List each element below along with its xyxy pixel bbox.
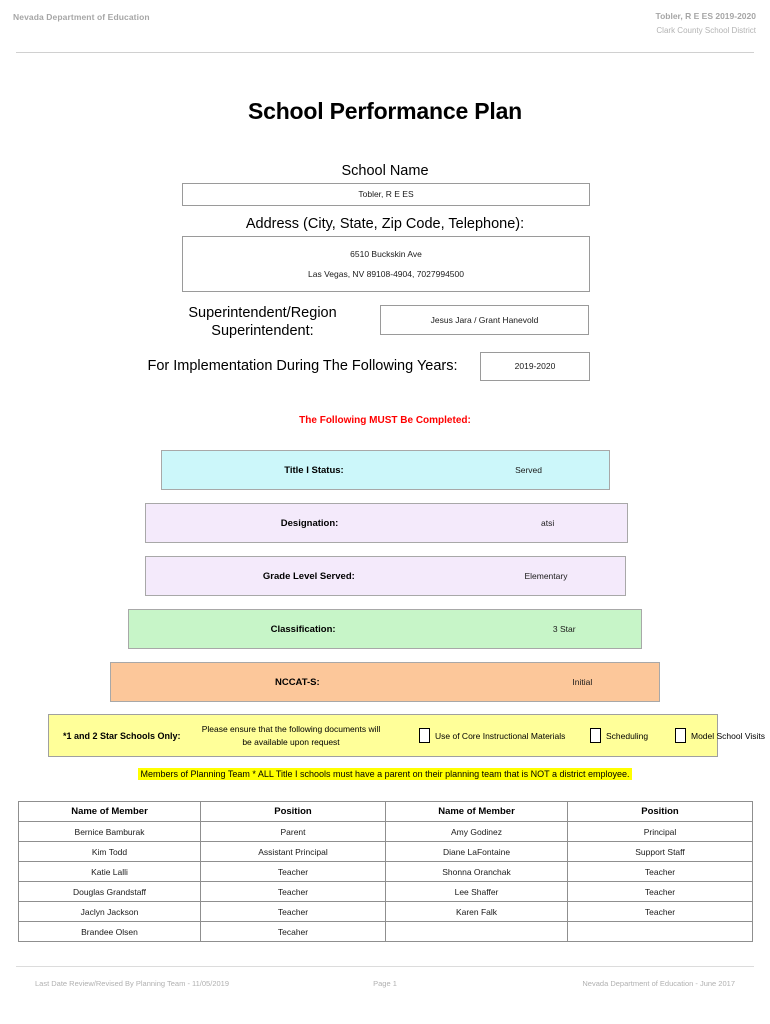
status-bar-classification-value: 3 Star — [552, 624, 576, 634]
table-cell[interactable]: Teacher — [200, 901, 386, 922]
checkbox-label: Use of Core Instructional Materials — [435, 730, 566, 741]
footer-last-revised: Last Date Review/Revised By Planning Tea… — [35, 979, 230, 988]
header-agency-label: Nevada Department of Education — [13, 12, 150, 22]
superintendent-field[interactable]: Jesus Jara / Grant Hanevold — [380, 305, 589, 335]
status-bar-grade-level-label: Grade Level Served: — [262, 570, 355, 582]
table-header-row: Name of Member Position Name of Member P… — [18, 801, 753, 822]
address-label: Address (City, State, Zip Code, Telephon… — [245, 216, 525, 232]
table-cell[interactable]: Teacher — [200, 881, 386, 902]
school-name-value: Tobler, R E ES — [358, 189, 414, 200]
table-cell[interactable]: Teacher — [567, 861, 753, 882]
table-cell[interactable]: Tecaher — [200, 921, 386, 942]
table-cell[interactable]: Bernice Bamburak — [18, 821, 201, 842]
planning-team-note: Members of Planning Team * ALL Title I s… — [138, 768, 632, 780]
status-bar-nccat-s-label: NCCAT-S: — [274, 676, 320, 688]
table-cell[interactable]: Kim Todd — [18, 841, 201, 862]
table-cell[interactable]: Diane LaFontaine — [385, 841, 568, 862]
table-cell[interactable]: Douglas Grandstaff — [18, 881, 201, 902]
page-header: Nevada Department of Education Tobler, R… — [0, 0, 770, 56]
star-schools-panel: *1 and 2 Star Schools Only: Please ensur… — [48, 714, 765, 757]
checkbox-icon[interactable] — [590, 728, 601, 743]
table-cell[interactable]: Jaclyn Jackson — [18, 901, 201, 922]
table-cell[interactable]: Karen Falk — [385, 901, 568, 922]
implementation-years-value: 2019-2020 — [514, 361, 556, 372]
school-name-field[interactable]: Tobler, R E ES — [182, 183, 590, 206]
status-bar-classification-label: Classification: — [270, 623, 336, 635]
footer-source: Nevada Department of Education - June 20… — [582, 979, 735, 988]
planning-team-note-wrapper: Members of Planning Team * ALL Title I s… — [0, 768, 770, 780]
checkbox-label: Model School Visits — [691, 730, 766, 741]
superintendent-value: Jesus Jara / Grant Hanevold — [430, 314, 539, 325]
header-school-year: Tobler, R E ES 2019-2020 — [655, 11, 756, 21]
checkbox-scheduling[interactable]: Scheduling — [590, 715, 648, 756]
must-complete-note: The Following MUST Be Completed: — [299, 415, 471, 426]
table-cell[interactable]: Principal — [567, 821, 753, 842]
status-bar-designation-label: Designation: — [280, 517, 339, 529]
table-cell[interactable]: Assistant Principal — [200, 841, 386, 862]
status-bar-title-1-value: Served — [515, 465, 543, 475]
status-bar-designation-value: atsi — [541, 518, 555, 528]
checkbox-icon[interactable] — [419, 728, 430, 743]
school-name-label: School Name — [341, 163, 429, 179]
star-schools-note: Please ensure that the following documen… — [201, 724, 381, 747]
footer-divider — [16, 966, 754, 967]
header-district-label: Clark County School District — [656, 26, 756, 35]
checkbox-model-school-visits[interactable]: Model School Visits — [675, 715, 765, 756]
page-title: School Performance Plan — [247, 98, 523, 124]
checkbox-label: Scheduling — [606, 730, 649, 741]
status-bar-grade-level[interactable]: Grade Level Served: Elementary — [145, 556, 626, 596]
table-cell[interactable]: Katie Lalli — [18, 861, 201, 882]
status-bar-title-1-label: Title I Status: — [284, 464, 344, 476]
address-line-1: 6510 Buckskin Ave — [350, 248, 422, 259]
address-field[interactable]: 6510 Buckskin Ave Las Vegas, NV 89108-49… — [182, 236, 590, 292]
superintendent-label: Superintendent/Region Superintendent: — [188, 305, 337, 340]
page-footer: Last Date Review/Revised By Planning Tea… — [0, 966, 770, 1006]
star-schools-title: *1 and 2 Star Schools Only: — [63, 730, 181, 741]
checkbox-use-of-core-instructional-materials[interactable]: Use of Core Instructional Materials — [419, 715, 565, 756]
implementation-years-label: For Implementation During The Following … — [147, 358, 458, 374]
status-bar-classification[interactable]: Classification: 3 Star — [128, 609, 642, 649]
table-cell[interactable] — [567, 921, 753, 942]
status-bar-grade-level-value: Elementary — [524, 571, 568, 581]
table-cell[interactable]: Shonna Oranchak — [385, 861, 568, 882]
table-cell[interactable]: Teacher — [567, 901, 753, 922]
column-header-name-1: Name of Member — [18, 801, 201, 822]
table-cell[interactable]: Parent — [200, 821, 386, 842]
planning-team-table: Name of Member Position Name of Member P… — [18, 801, 753, 942]
status-bar-title-1[interactable]: Title I Status: Served — [161, 450, 610, 490]
table-cell[interactable]: Brandee Olsen — [18, 921, 201, 942]
status-bar-nccat-s-value: Initial — [572, 677, 593, 687]
table-cell[interactable] — [385, 921, 568, 942]
implementation-years-field[interactable]: 2019-2020 — [480, 352, 590, 381]
status-bar-nccat-s[interactable]: NCCAT-S: Initial — [110, 662, 660, 702]
column-header-position-1: Position — [200, 801, 386, 822]
checkbox-icon[interactable] — [675, 728, 686, 743]
status-bar-designation[interactable]: Designation: atsi — [145, 503, 628, 543]
footer-page-number: Page 1 — [373, 979, 397, 988]
table-cell[interactable]: Teacher — [567, 881, 753, 902]
table-cell[interactable]: Support Staff — [567, 841, 753, 862]
table-cell[interactable]: Lee Shaffer — [385, 881, 568, 902]
table-cell[interactable]: Amy Godinez — [385, 821, 568, 842]
table-cell[interactable]: Teacher — [200, 861, 386, 882]
column-header-name-2: Name of Member — [385, 801, 568, 822]
column-header-position-2: Position — [567, 801, 753, 822]
header-divider — [16, 52, 754, 53]
address-line-2: Las Vegas, NV 89108-4904, 7027994500 — [308, 268, 464, 279]
